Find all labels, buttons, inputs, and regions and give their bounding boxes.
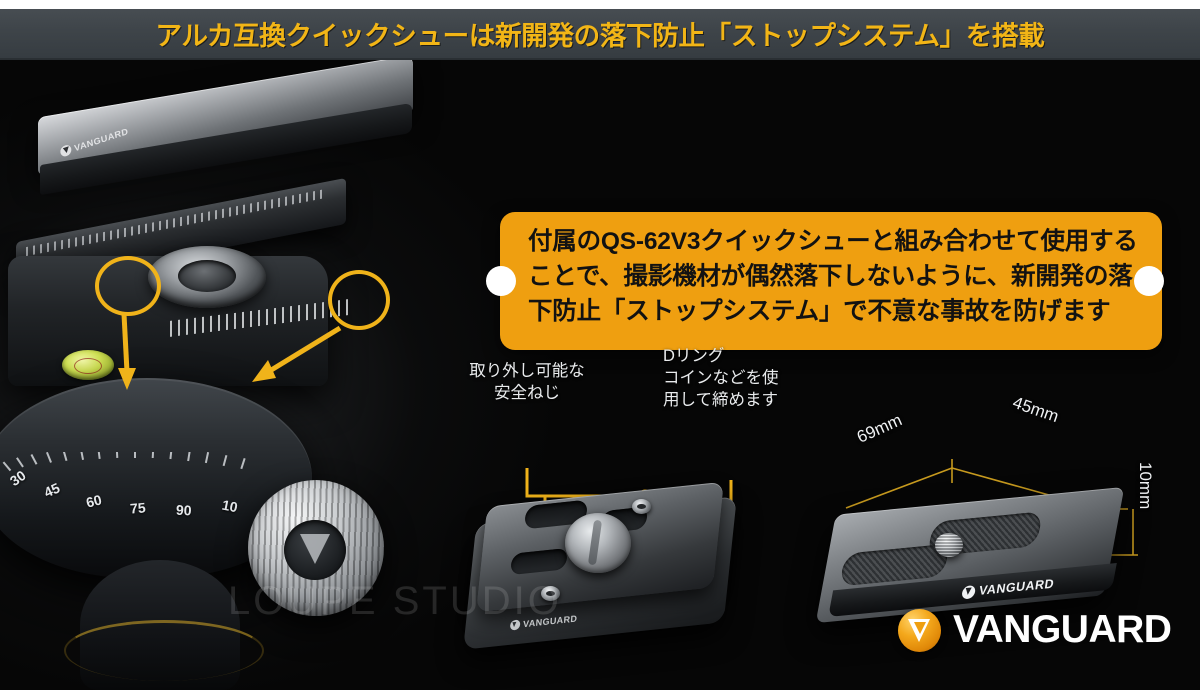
ballhead-dial-inner xyxy=(178,260,236,292)
pan-scale-90: 90 xyxy=(175,501,192,519)
dimension-label-height: 10mm xyxy=(1136,462,1155,510)
dimension-plate-photo: VANGUARD xyxy=(800,455,1200,655)
brand-name: VANGUARD xyxy=(953,608,1172,651)
pan-scale-45: 45 xyxy=(41,479,63,501)
pan-scale-60: 60 xyxy=(84,491,104,511)
bubble-level xyxy=(62,350,114,380)
quick-shoe-photo: VANGUARD xyxy=(455,475,775,675)
label-d-ring: Dリング コインなどを使 用して締めます xyxy=(663,347,779,409)
ballhead-photo: VANGUARD xyxy=(0,60,470,690)
qs-safety-screw xyxy=(541,586,560,601)
pan-degree-scale: 30 45 60 75 90 10 xyxy=(0,452,308,526)
callout-notch-left xyxy=(486,266,516,296)
label-safety-screw: 取り外し可能な 安全ねじ xyxy=(469,362,585,402)
pan-scale-105: 10 xyxy=(220,496,239,516)
photo-stage: VANGUARD xyxy=(0,60,1200,690)
dp-mount-screw xyxy=(935,533,963,557)
vanguard-emblem-icon xyxy=(961,584,977,600)
ballhead-stem-ring xyxy=(64,620,264,681)
header-bar xyxy=(0,9,1200,60)
locking-knob-face xyxy=(284,520,346,580)
highlight-ellipse-right xyxy=(328,270,390,330)
vanguard-shield-icon xyxy=(898,608,941,652)
highlight-ellipse-left xyxy=(95,256,161,316)
pan-scale-75: 75 xyxy=(129,499,147,517)
callout-text: 付属のQS-62V3クイックシューと組み合わせて使用することで、撮影機材が偶然落… xyxy=(528,228,1138,326)
page-title: アルカ互換クイックシューは新開発の落下防止「ストップシステム」を搭載 xyxy=(155,21,1045,51)
callout-notch-right xyxy=(1134,266,1164,296)
vanguard-emblem-icon xyxy=(509,619,521,631)
qs-safety-screw xyxy=(632,499,651,514)
callout-box xyxy=(500,212,1162,350)
brand-logo: VANGUARD xyxy=(898,608,1172,652)
qs-d-ring xyxy=(565,513,631,573)
